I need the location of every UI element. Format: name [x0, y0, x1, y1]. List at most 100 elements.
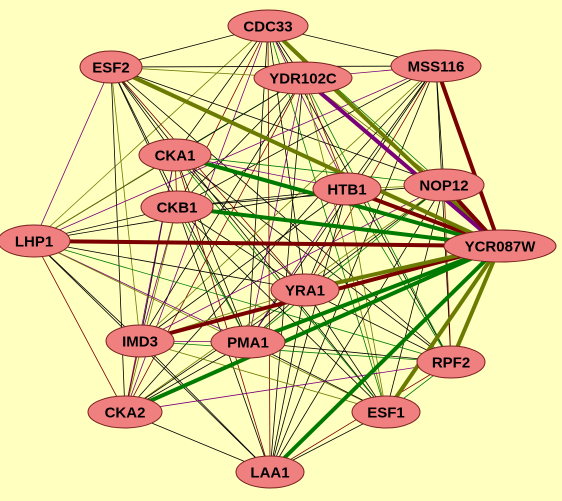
edge-htb1-pma1: [247, 188, 348, 343]
node-nop12-shape: [403, 168, 485, 202]
node-rpf2[interactable]: RPF2: [416, 345, 486, 379]
edge-esf2-imd3: [110, 66, 141, 342]
node-htb1[interactable]: HTB1: [312, 172, 382, 206]
edge-mss116-imd3: [139, 65, 437, 342]
node-cdc33-label: CDC33: [243, 19, 292, 36]
edge-cka1-pma1: [174, 154, 249, 343]
highlighted-edge-ycr087w-esf2: [110, 65, 501, 248]
node-imd3[interactable]: IMD3: [105, 324, 175, 358]
edge-nop12-esf1: [385, 184, 445, 413]
highlighted-edge-ycr087w-lhp1: [33, 239, 501, 248]
node-esf2[interactable]: ESF2: [79, 50, 143, 84]
edge-ydr102c-pma1: [247, 77, 304, 343]
node-ckb1-label: CKB1: [157, 200, 198, 217]
edge-nop12-laa1: [269, 184, 445, 473]
edge-nop12-ckb1: [176, 184, 445, 208]
node-lhp1[interactable]: LHP1: [0, 224, 71, 258]
node-ycr087w[interactable]: YCR087W: [443, 229, 557, 263]
node-ckb1[interactable]: CKB1: [140, 190, 214, 224]
highlighted-edge-ycr087w-laa1: [268, 244, 502, 474]
node-ydr102c[interactable]: YDR102C: [253, 61, 353, 95]
edge-esf2-cka2: [110, 66, 126, 413]
node-ycr087w-label: YCR087W: [465, 239, 537, 256]
highlighted-edge-ycr087w-pma1: [247, 244, 501, 344]
edge-mss116-laa1: [269, 65, 437, 473]
edge-ckb1-yra1: [176, 206, 306, 291]
edge-lhp1-esf1: [33, 240, 387, 413]
node-ydr102c-label: YDR102C: [269, 71, 337, 88]
node-cdc33-shape: [227, 9, 309, 43]
edge-ckb1-cka2: [124, 206, 178, 413]
edge-mss116-lhp1: [33, 65, 437, 242]
node-cka2[interactable]: CKA2: [87, 395, 163, 429]
edge-lhp1-pma1: [33, 240, 249, 343]
edge-cka1-lhp1: [33, 154, 176, 242]
edge-cdc33-cka1: [174, 25, 269, 156]
node-esf1[interactable]: ESF1: [351, 395, 421, 429]
edge-cka1-rpf2: [174, 154, 452, 363]
edge-ckb1-pma1: [176, 206, 249, 343]
highlighted-edge-ycr087w-mss116: [434, 65, 502, 247]
node-mss116[interactable]: MSS116: [390, 49, 482, 83]
edge-esf2-lhp1: [33, 66, 112, 242]
node-laa1-label: LAA1: [250, 465, 289, 482]
node-mss116-label: MSS116: [408, 59, 465, 76]
edge-htb1-rpf2: [346, 188, 452, 363]
node-cdc33[interactable]: CDC33: [227, 9, 309, 43]
edge-nop12-rpf2: [443, 184, 452, 363]
edge-rpf2-cka2: [124, 361, 452, 413]
edge-lhp1-imd3: [33, 240, 141, 342]
node-pma1-label: PMA1: [227, 335, 269, 352]
highlighted-edge-ycr087w-rpf2: [449, 245, 502, 363]
edge-htb1-yra1: [304, 188, 348, 291]
edge-imd3-laa1: [139, 340, 271, 473]
node-yra1-label: YRA1: [285, 283, 325, 300]
node-cka1[interactable]: CKA1: [138, 138, 212, 172]
node-mss116-shape: [390, 49, 482, 83]
highlighted-edge-ycr087w-esf1: [384, 244, 502, 414]
edge-ydr102c-ckb1: [176, 77, 304, 208]
edge-lhp1-cka2: [33, 240, 126, 413]
node-esf2-shape: [79, 50, 143, 84]
highlighted-edge-ycr087w-ckb1: [176, 205, 501, 248]
edge-yra1-cka2: [124, 289, 306, 413]
edge-lhp1-yra1: [33, 240, 306, 291]
edge-mss116-ckb1: [176, 65, 437, 208]
node-esf2-label: ESF2: [92, 60, 130, 77]
node-esf1-label: ESF1: [367, 405, 405, 422]
node-imd3-label: IMD3: [122, 334, 158, 351]
edge-cdc33-lhp1: [33, 25, 269, 242]
node-yra1-shape: [270, 273, 340, 307]
edge-htb1-esf1: [346, 188, 387, 413]
edge-mss116-cka2: [124, 65, 437, 413]
node-imd3-shape: [105, 324, 175, 358]
node-ycr087w-shape: [443, 229, 557, 263]
node-rpf2-shape: [416, 345, 486, 379]
node-laa1[interactable]: LAA1: [235, 455, 305, 489]
edge-nop12-yra1: [304, 184, 445, 291]
edge-esf2-rpf2: [110, 66, 452, 363]
edge-cdc33-htb1: [267, 25, 348, 190]
node-esf1-shape: [351, 395, 421, 429]
highlighted-edge-ycr087w-cka2: [124, 244, 501, 414]
node-nop12-label: NOP12: [419, 178, 468, 195]
node-htb1-label: HTB1: [327, 182, 366, 199]
node-lhp1-shape: [0, 224, 71, 258]
node-lhp1-label: LHP1: [15, 234, 53, 251]
node-cka1-label: CKA1: [155, 148, 196, 165]
edge-cka1-nop12: [174, 154, 445, 186]
node-pma1-shape: [210, 325, 286, 359]
edge-imd3-rpf2: [139, 340, 452, 363]
node-ckb1-shape: [140, 190, 214, 224]
node-rpf2-label: RPF2: [432, 355, 470, 372]
node-cka2-shape: [87, 395, 163, 429]
node-htb1-shape: [312, 172, 382, 206]
node-nop12[interactable]: NOP12: [403, 168, 485, 202]
node-cka2-label: CKA2: [105, 405, 146, 422]
node-pma1[interactable]: PMA1: [210, 325, 286, 359]
edge-yra1-esf1: [304, 289, 387, 413]
edge-esf2-yra1: [110, 66, 306, 291]
edge-ckb1-imd3: [139, 206, 178, 342]
node-yra1[interactable]: YRA1: [270, 273, 340, 307]
